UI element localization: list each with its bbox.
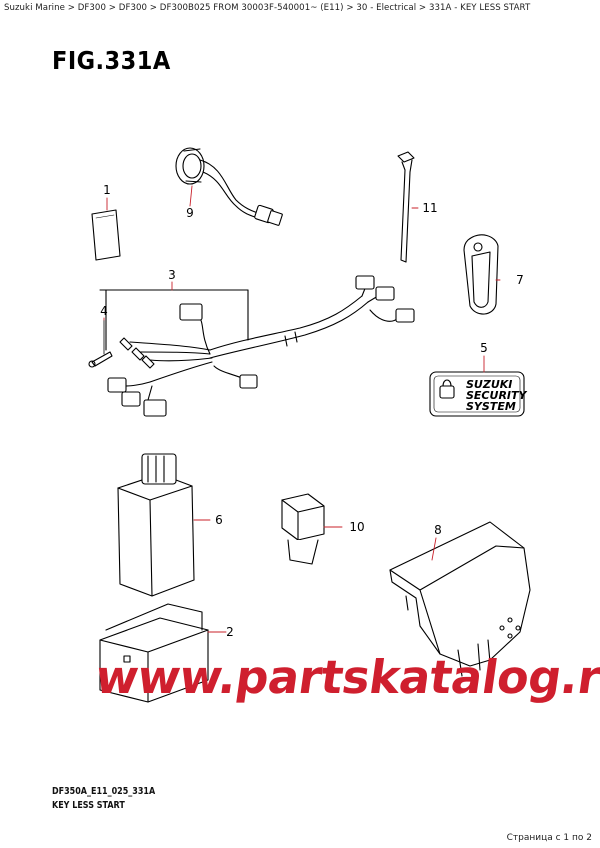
security-label-line3: SYSTEM [466,400,516,413]
part-8-bracket[interactable] [389,521,531,677]
part-10-switch[interactable] [281,493,325,565]
callout-6[interactable]: 6 [215,513,223,527]
part-9-connector-cable[interactable] [175,147,283,226]
breadcrumb: Suzuki Marine > DF300 > DF300 > DF300B02… [4,3,531,13]
callout-2[interactable]: 2 [226,625,234,639]
part-3-wiring-harness[interactable] [99,275,415,417]
leader-lines [103,185,501,633]
part-5-security-label[interactable] [429,371,525,417]
callout-9[interactable]: 9 [186,206,194,220]
security-label-line2: SECURITY [466,389,528,402]
callout-11[interactable]: 11 [422,201,438,215]
part-11-cable-tie[interactable] [397,151,415,263]
callout-7[interactable]: 7 [516,273,524,287]
callout-3[interactable]: 3 [168,268,176,282]
part-6-control-module[interactable] [117,453,195,597]
callout-1[interactable]: 1 [103,183,111,197]
callout-8[interactable]: 8 [434,523,442,537]
diagram-caption: KEY LESS START [52,800,125,811]
part-4-bolt[interactable] [88,319,113,368]
callout-5[interactable]: 5 [480,341,488,355]
page-indicator: Страница с 1 по 2 [506,833,592,843]
callout-10[interactable]: 10 [349,520,365,534]
part-1-sticker[interactable] [91,209,121,261]
diagram-code: DF350A_E11_025_331A [52,786,156,797]
callout-4[interactable]: 4 [100,304,108,318]
figure-title: FIG.331A [52,46,171,75]
security-label-line1: SUZUKI [466,378,512,391]
watermark: www.partskatalog.ru [92,650,600,704]
part-7-key-fob[interactable] [463,234,499,315]
part-2-tray[interactable] [99,603,209,703]
security-label-text: SUZUKI SECURITY SYSTEM [466,378,528,413]
